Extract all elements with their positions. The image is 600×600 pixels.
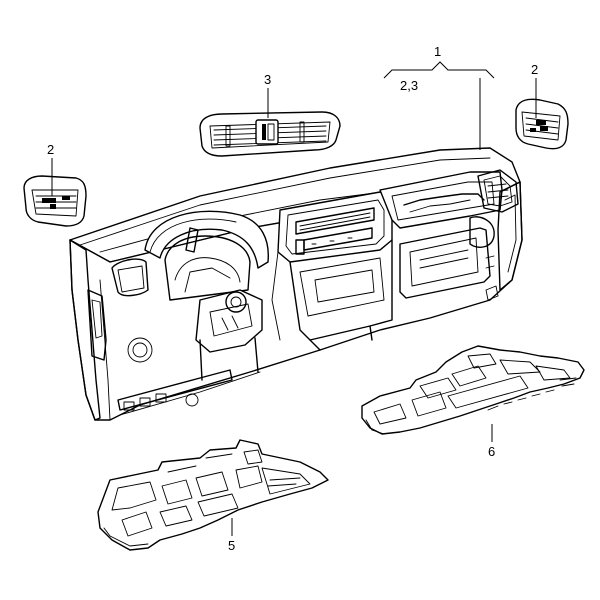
right-air-vent [515,98,569,150]
callout-part-5: 5 [228,538,235,553]
callout-part-6: 6 [488,444,495,459]
center-air-vent [199,111,341,157]
callout-part-1-sub: 2,3 [400,78,418,93]
leader-lines [51,61,537,536]
left-under-dash-insulation [97,439,329,551]
callout-part-2-left: 2 [47,142,54,157]
dashboard-panel [69,147,523,421]
right-under-dash-insulation [361,345,585,435]
callout-part-2-right: 2 [531,62,538,77]
callout-part-3: 3 [264,72,271,87]
callout-part-1: 1 [434,44,441,59]
left-air-vent [23,175,87,227]
callout-labels: 1 2,3 3 2 2 5 6 [47,44,538,553]
